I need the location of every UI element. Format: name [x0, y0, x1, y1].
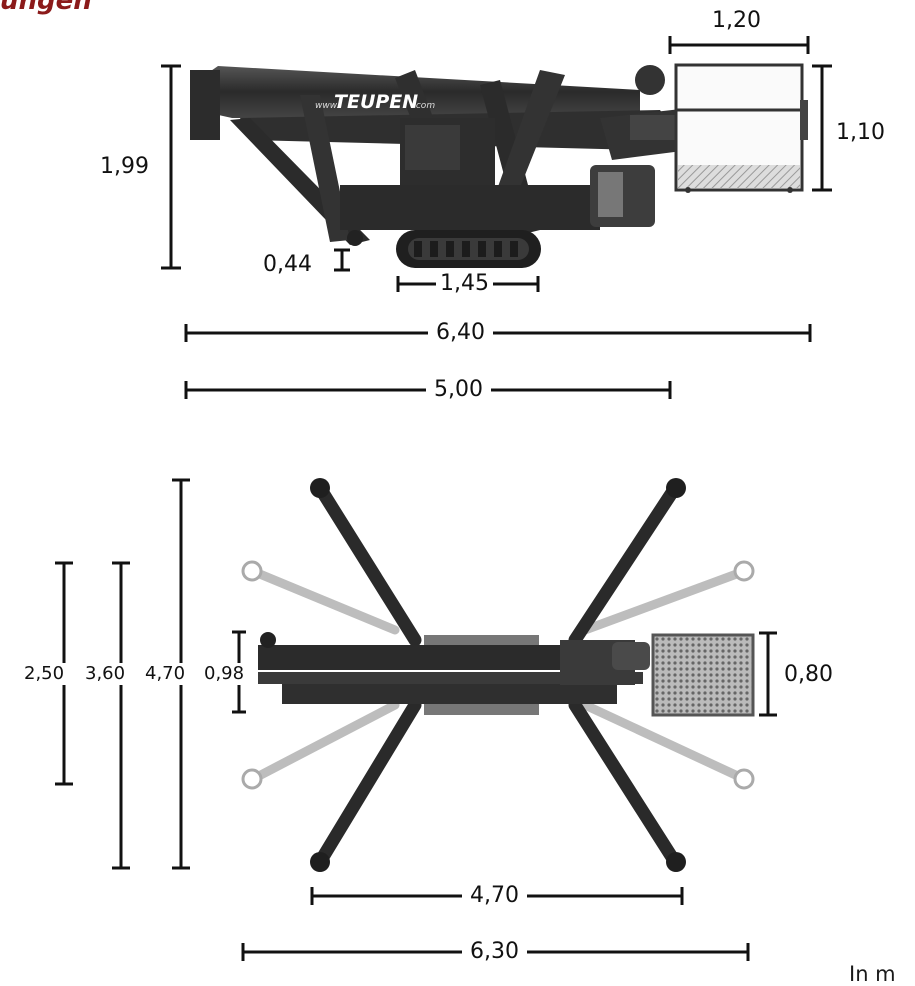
dim-total-length: 6,40	[428, 322, 493, 344]
dim-outrigger-width-c: 4,70	[143, 663, 188, 685]
dim-platform-depth: 0,80	[784, 662, 833, 687]
dim-outrigger-length-a: 4,70	[462, 885, 527, 907]
dim-ground-clearance: 0,44	[263, 252, 312, 277]
dim-outrigger-width-b: 3,60	[83, 663, 128, 685]
dim-outrigger-width-a: 2,50	[22, 663, 67, 685]
dim-base-length: 5,00	[426, 379, 491, 401]
dim-platform-height: 1,10	[836, 120, 885, 145]
side-view-machine: www. TEUPEN .com	[190, 63, 808, 268]
dim-machine-width: 0,98	[202, 663, 247, 685]
dim-outrigger-length-b: 6,30	[462, 941, 527, 963]
teupen-logo: TEUPEN	[334, 91, 418, 113]
top-view-machine	[241, 478, 755, 872]
logo-suffix: .com	[413, 101, 435, 111]
logo-prefix: www.	[315, 101, 339, 111]
dim-total-height: 1,99	[100, 154, 149, 179]
unit-label: In m	[849, 962, 896, 986]
top-platform-basket	[651, 633, 755, 717]
dim-platform-width: 1,20	[712, 8, 761, 33]
section-heading: ungen	[0, 0, 92, 16]
dim-track-length: 1,45	[436, 273, 493, 295]
side-platform-basket	[674, 63, 808, 193]
